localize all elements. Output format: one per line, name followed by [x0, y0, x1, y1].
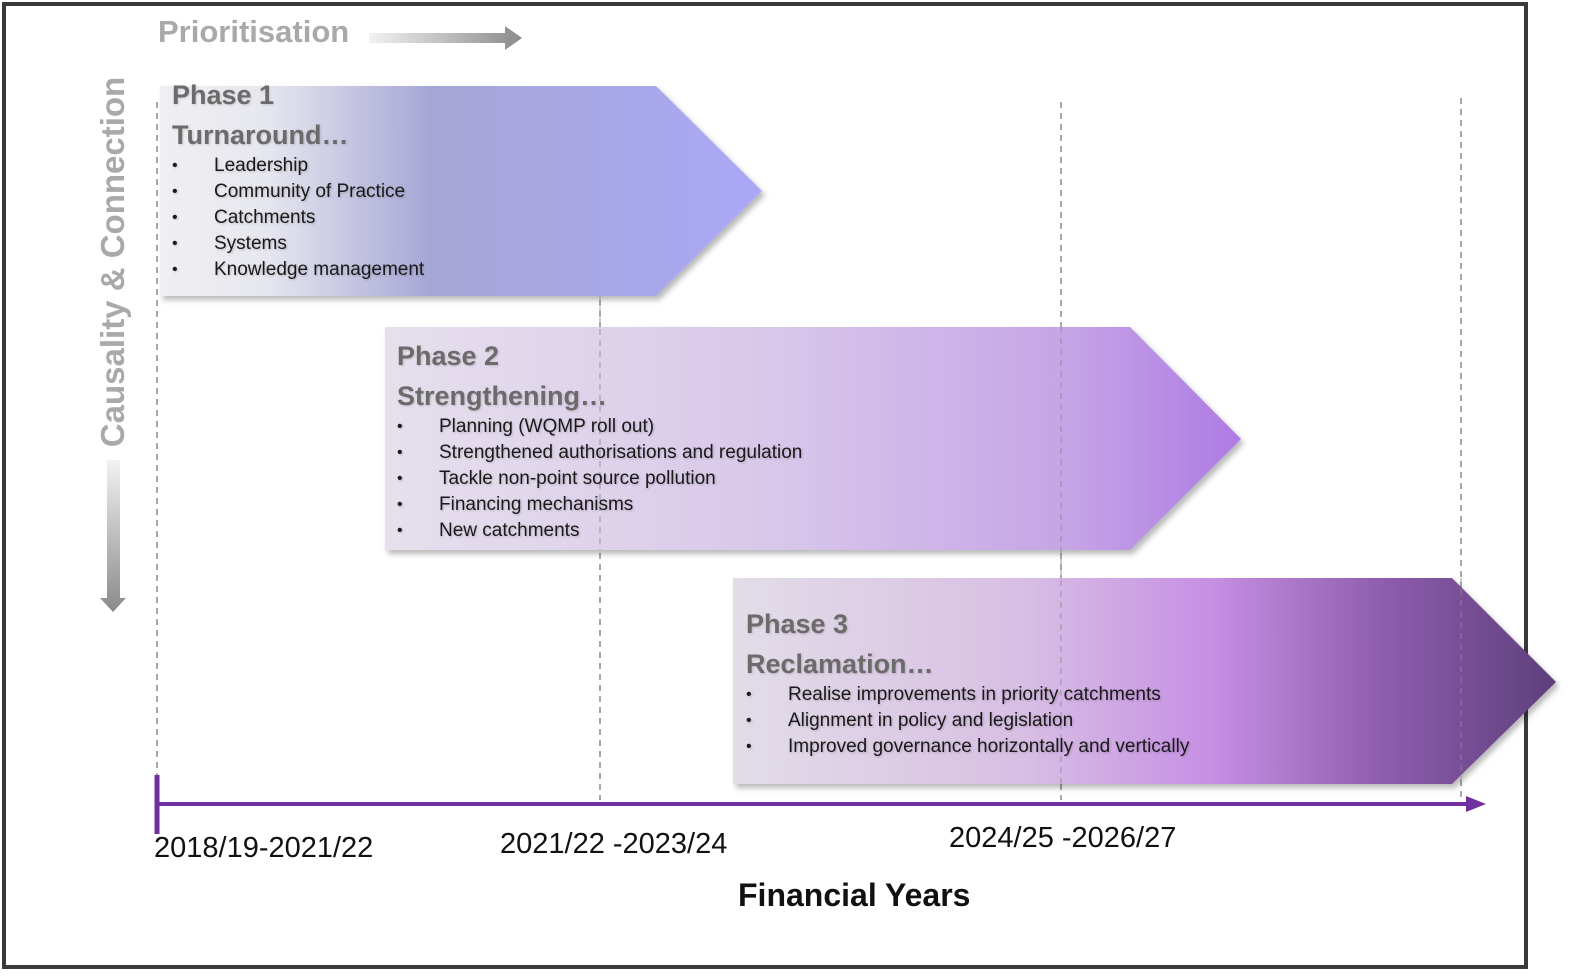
- phase-2-list: Planning (WQMP roll out) Strengthened au…: [397, 414, 802, 544]
- axis-title: Financial Years: [738, 877, 971, 913]
- list-item: Strengthened authorisations and regulati…: [397, 440, 802, 466]
- period-label-3: 2024/25 -2026/27: [949, 822, 1177, 854]
- list-item: Improved governance horizontally and ver…: [746, 734, 1189, 760]
- prioritisation-label: Prioritisation: [158, 14, 350, 49]
- list-item: Community of Practice: [172, 179, 424, 205]
- phase-1-list: Leadership Community of Practice Catchme…: [172, 153, 424, 283]
- timeline-axis-arrowhead: [1466, 796, 1486, 812]
- prioritisation-arrow: [369, 26, 522, 50]
- list-item: Alignment in policy and legislation: [746, 708, 1189, 734]
- list-item: Leadership: [172, 153, 424, 179]
- diagram-frame: [2, 2, 1528, 969]
- list-item: Financing mechanisms: [397, 492, 802, 518]
- phase-3-list: Realise improvements in priority catchme…: [746, 682, 1189, 760]
- phase-1-title: Phase 1: [172, 80, 275, 110]
- phase-3-subtitle: Reclamation…: [746, 649, 934, 679]
- list-item: Systems: [172, 231, 424, 257]
- phase-2-subtitle: Strengthening…: [397, 381, 607, 411]
- period-label-1: 2018/19-2021/22: [154, 832, 374, 864]
- causality-arrow: [100, 460, 126, 612]
- list-item: Realise improvements in priority catchme…: [746, 682, 1189, 708]
- list-item: Tackle non-point source pollution: [397, 466, 802, 492]
- list-item: Catchments: [172, 205, 424, 231]
- list-item: New catchments: [397, 518, 802, 544]
- phase-2-title: Phase 2: [397, 341, 500, 371]
- list-item: Knowledge management: [172, 257, 424, 283]
- causality-connection-label: Causality & Connection: [94, 76, 131, 448]
- period-label-2: 2021/22 -2023/24: [500, 828, 728, 860]
- phase-1-subtitle: Turnaround…: [172, 120, 349, 150]
- phase-3-title: Phase 3: [746, 609, 849, 639]
- list-item: Planning (WQMP roll out): [397, 414, 802, 440]
